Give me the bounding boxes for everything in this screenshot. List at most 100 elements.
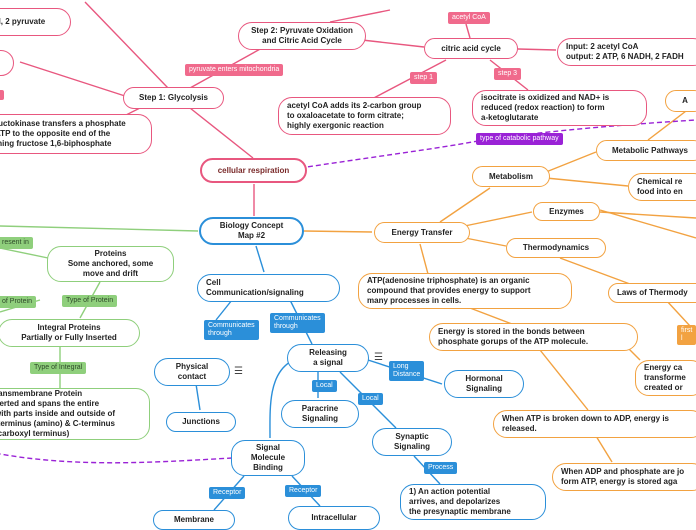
proteins-label: Proteins Some anchored, some move and dr… — [67, 249, 154, 278]
laws-thermodynamics-node[interactable]: Laws of Thermody — [608, 283, 696, 303]
type-of-integral-tag: Type of Integral — [30, 362, 87, 375]
long-distance-tag: Long Distance — [389, 361, 425, 382]
cac-input-output-node[interactable]: Input: 2 acetyl CoA output: 2 ATP, 6 NAD… — [557, 38, 696, 66]
isocitrate-node[interactable]: isocitrate is oxidized and NAD+ is reduc… — [472, 90, 647, 126]
link-respiration-glycolysis — [189, 107, 254, 159]
pyruvate-oxidation-node[interactable]: Step 2: Pyruvate Oxidation and Citric Ac… — [238, 22, 366, 50]
cellular-respiration-node[interactable]: cellular respiration — [200, 158, 307, 183]
link-root-proteins — [0, 225, 199, 232]
energy-can-node[interactable]: Energy ca transforme created or — [635, 360, 696, 396]
intracellular-node[interactable]: Intracellular — [288, 506, 380, 530]
metabolism-label: Metabolism — [488, 171, 533, 181]
phosphofructokinase-node[interactable]: ructokinase transfers a phosphate ATP to… — [0, 114, 152, 154]
membrane-node[interactable]: Membrane — [153, 510, 235, 530]
notes-icon[interactable]: ☰ — [234, 366, 243, 377]
metabolic-pathways-node[interactable]: Metabolic Pathways — [596, 140, 696, 161]
a-fragment-label: A — [682, 96, 688, 105]
proteins-node[interactable]: Proteins Some anchored, some move and dr… — [47, 246, 174, 282]
enzymes-label: Enzymes — [549, 206, 584, 216]
energy-can-label: Energy ca transforme created or — [644, 363, 686, 392]
signal-binding-node[interactable]: Signal Molecule Binding — [231, 440, 305, 476]
link-enzymes-right1 — [599, 211, 696, 219]
link-energy-metabolism — [439, 187, 491, 223]
physical-contact-label: Physical contact — [175, 362, 209, 381]
laws-thermodynamics-label: Laws of Thermody — [617, 288, 688, 297]
energy-stored-node[interactable]: Energy is stored in the bonds between ph… — [429, 323, 638, 351]
hormonal-label: Hormonal Signaling — [465, 374, 503, 393]
a-fragment-node[interactable]: A — [665, 90, 696, 112]
local-tag: Local — [358, 393, 383, 406]
metabolic-pathways-label: Metabolic Pathways — [611, 145, 689, 155]
receptor-tag: Receptor — [285, 485, 322, 498]
transmembrane-protein-node[interactable]: ransmembrane Protein serted and spans th… — [0, 388, 150, 440]
energy-stored-label: Energy is stored in the bonds between ph… — [438, 327, 589, 346]
glycolysis-output-node[interactable]: H, 2 pyruvate — [0, 8, 71, 36]
catabolic-pathway-tag: type of catabolic pathway — [476, 133, 563, 146]
junctions-node[interactable]: Junctions — [166, 412, 236, 432]
enzymes-node[interactable]: Enzymes — [533, 202, 600, 221]
acetyl-coa-adds-label: acetyl CoA adds its 2-carbon group to ox… — [287, 101, 422, 130]
link-pathways-a — [647, 107, 691, 141]
communicates-through-tag: Communicates through — [270, 313, 325, 334]
glycolysis-label: Step 1: Glycolysis — [139, 93, 208, 102]
notes-icon[interactable]: ☰ — [374, 352, 383, 363]
link-cellcomm-physical — [215, 299, 233, 321]
thermodynamics-label: Thermodynamics — [522, 243, 590, 252]
acetyl-coa-adds-node[interactable]: acetyl CoA adds its 2-carbon group to ox… — [278, 97, 451, 135]
link-stored-broken — [539, 349, 589, 411]
root-node[interactable]: Biology Concept Map #2 — [199, 217, 304, 245]
paracrine-label: Paracrine Signaling — [301, 404, 339, 423]
link-metabolism-pathways — [545, 151, 597, 173]
hormonal-node[interactable]: Hormonal Signaling — [444, 370, 524, 398]
link-proteins-present — [0, 247, 49, 259]
synaptic-node[interactable]: Synaptic Signaling — [372, 428, 452, 456]
link-metabolism-chemical — [545, 177, 629, 187]
glycolysis-output-label: H, 2 pyruvate — [0, 17, 46, 26]
action-potential-label: 1) An action potential arrives, and depo… — [409, 487, 511, 516]
chemical-reactions-label: Chemical re food into en — [637, 177, 683, 196]
energy-transfer-node[interactable]: Energy Transfer — [374, 222, 470, 243]
link-cac-acetyl — [465, 23, 471, 39]
adp-phosphate-label: When ADP and phosphate are jo form ATP, … — [561, 467, 685, 486]
process-tag: Process — [424, 462, 458, 475]
link-catabolic-dashed — [299, 119, 696, 169]
atp-broken-label: When ATP is broken down to ADP, energy i… — [502, 414, 669, 433]
local-tag: Local — [312, 380, 337, 393]
transmembrane-protein-label: ransmembrane Protein serted and spans th… — [0, 389, 116, 438]
atp-organic-node[interactable]: ATP(adenosine triphosphate) is an organi… — [358, 273, 572, 309]
synaptic-label: Synaptic Signaling — [394, 432, 430, 451]
citric-acid-cycle-node[interactable]: citric acid cycle — [424, 38, 518, 59]
link-atp-stored — [469, 307, 513, 325]
thermodynamics-node[interactable]: Thermodynamics — [506, 238, 606, 258]
link-root-energy — [303, 230, 373, 233]
physical-contact-node[interactable]: Physical contact — [154, 358, 230, 386]
action-potential-node[interactable]: 1) An action potential arrives, and depo… — [400, 484, 546, 520]
signal-binding-label: Signal Molecule Binding — [250, 443, 286, 472]
energy-transfer-label: Energy Transfer — [391, 227, 453, 237]
intracellular-label: Intracellular — [311, 513, 357, 522]
link-binding-dashed — [0, 453, 233, 464]
link-energy-atp — [419, 243, 429, 275]
chemical-reactions-node[interactable]: Chemical re food into en — [628, 173, 696, 201]
link-cac-step1 — [369, 59, 447, 101]
membrane-label: Membrane — [173, 515, 214, 524]
paracrine-node[interactable]: Paracrine Signaling — [281, 400, 359, 428]
glycolysis-node[interactable]: Step 1: Glycolysis — [123, 87, 224, 109]
isocitrate-label: isocitrate is oxidized and NAD+ is reduc… — [481, 93, 610, 122]
type-of-protein-tag: Type of Protein — [62, 295, 118, 308]
link-cac-io — [517, 48, 557, 51]
step1-tag: step 1 — [410, 72, 438, 85]
pyruvate-oxidation-label: Step 2: Pyruvate Oxidation and Citric Ac… — [251, 26, 353, 45]
atp-broken-node[interactable]: When ATP is broken down to ADP, energy i… — [493, 410, 696, 438]
cellular-respiration-label: cellular respiration — [217, 165, 290, 175]
cell-communication-node[interactable]: Cell Communication/signaling — [197, 274, 340, 302]
type-of-protein-tag: of Protein — [0, 296, 36, 309]
metabolism-node[interactable]: Metabolism — [472, 166, 550, 187]
link-physical-junctions — [195, 383, 201, 411]
adp-phosphate-node[interactable]: When ADP and phosphate are jo form ATP, … — [552, 463, 696, 491]
citric-acid-cycle-label: citric acid cycle — [441, 43, 501, 53]
integral-proteins-node[interactable]: Integral Proteins Partially or Fully Ins… — [0, 319, 140, 347]
releasing-signal-node[interactable]: Releasing a signal — [287, 344, 369, 372]
pyruvate-enters-tag: pyruvate enters mitochondria — [185, 64, 284, 77]
